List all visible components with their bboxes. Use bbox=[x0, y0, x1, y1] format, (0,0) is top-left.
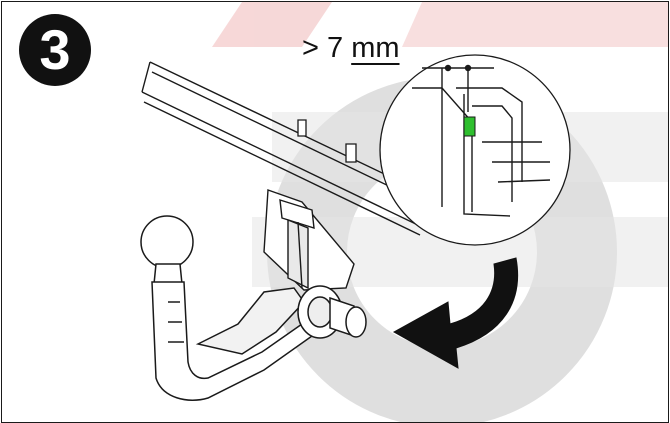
measure-point-left bbox=[444, 64, 452, 72]
tow-arm-joint bbox=[195, 287, 305, 355]
beam-edge-2 bbox=[151, 71, 423, 203]
measurement-prefix: > 7 bbox=[302, 32, 344, 64]
plate-slot bbox=[287, 218, 309, 290]
step-number-badge: 3 bbox=[19, 14, 91, 86]
tow-bar bbox=[140, 215, 314, 401]
step-number: 3 bbox=[39, 18, 71, 81]
plate-top bbox=[279, 199, 315, 229]
coupling-ring-inner bbox=[307, 296, 333, 328]
mount-plate bbox=[263, 189, 355, 291]
zoom-inset bbox=[379, 54, 571, 246]
coupling bbox=[297, 285, 367, 339]
coupling-end bbox=[345, 306, 367, 338]
inset-line-7 bbox=[497, 179, 551, 183]
measurement-unit: mm bbox=[351, 32, 400, 64]
watermark-red-band bbox=[402, 2, 668, 47]
brackets bbox=[297, 119, 357, 163]
ball-neck bbox=[153, 263, 183, 285]
tow-ball bbox=[140, 215, 194, 269]
bracket-2 bbox=[345, 143, 357, 163]
bracket-1 bbox=[297, 119, 307, 137]
beam-edge-1 bbox=[149, 61, 423, 193]
crossbeam bbox=[141, 61, 423, 236]
measure-point-right bbox=[464, 64, 472, 72]
inset-line-2 bbox=[456, 87, 523, 182]
beam-end bbox=[141, 61, 151, 93]
curved-arrow-icon bbox=[392, 257, 519, 369]
inset-line-1 bbox=[412, 87, 473, 212]
inset-line-4 bbox=[472, 105, 513, 202]
beam-edge-4 bbox=[143, 101, 421, 236]
zoom-circle bbox=[379, 54, 571, 246]
beam-edge-3 bbox=[141, 91, 423, 228]
measurement-label: > 7 mm bbox=[302, 32, 400, 65]
plate-line bbox=[297, 221, 303, 289]
watermark-red-shape bbox=[212, 2, 332, 47]
green-indicator-icon bbox=[463, 116, 476, 137]
